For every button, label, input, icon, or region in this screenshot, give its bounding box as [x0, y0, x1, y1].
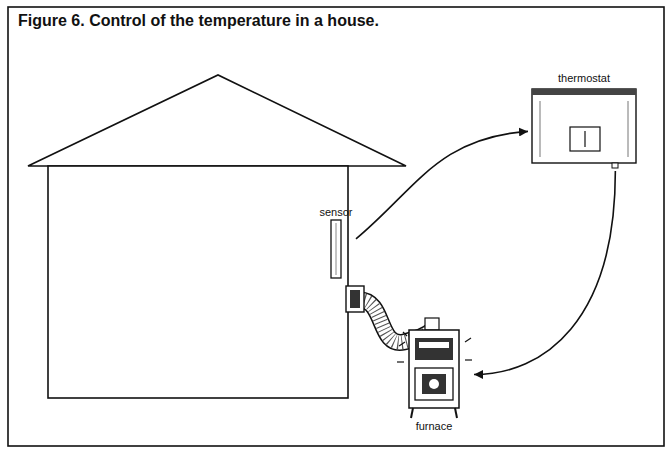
figure-frame: [8, 7, 664, 446]
thermostat-device: [530, 85, 638, 171]
figure-title: Figure 6. Control of the temperature in …: [18, 12, 379, 30]
house-roof: [28, 75, 406, 166]
thermostat-node: thermostat: [528, 72, 640, 171]
signal-arrow: [474, 171, 615, 375]
node-label: sensor: [319, 206, 352, 219]
node-label: furnace: [416, 420, 453, 433]
signal-arrow: [356, 131, 528, 238]
sensor-node: sensor: [316, 206, 356, 279]
furnace-illustration: [395, 316, 473, 420]
sensor-symbol: [329, 219, 343, 279]
house-wall: [48, 166, 348, 398]
air-vent: [346, 286, 364, 312]
furnace-node: furnace: [394, 316, 474, 433]
node-label: thermostat: [558, 72, 610, 85]
